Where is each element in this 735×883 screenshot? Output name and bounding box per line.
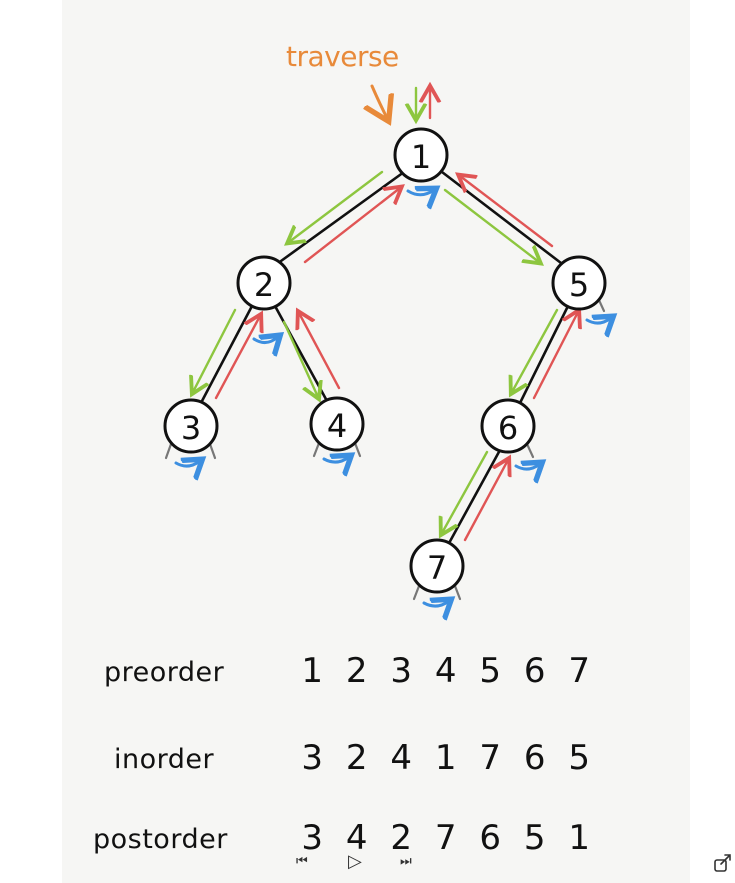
node-circle: [236, 255, 292, 311]
edge-2-3: [200, 304, 254, 403]
sequence-value: 3: [390, 651, 413, 691]
edge-1-2: [279, 170, 406, 263]
stub-7-left: [412, 584, 421, 601]
sequence-value: 4: [345, 818, 368, 858]
tree-node-6: 6: [480, 398, 536, 454]
node-circle: [409, 538, 465, 594]
descend-arrow-1-2: [289, 170, 384, 242]
descend-arrow-2-3: [193, 308, 237, 392]
sequence-value: 5: [479, 651, 502, 691]
node-circle: [480, 398, 536, 454]
traversal-row-inorder: inorder 3 2 4 1 7 6 5: [0, 738, 735, 788]
stub-3-left: [164, 442, 173, 460]
ascend-arrow-4-2: [299, 313, 341, 390]
node-circle: [551, 255, 607, 311]
visit-mark-1: [406, 190, 434, 195]
node-label: 5: [569, 266, 589, 304]
stub-7-right: [453, 584, 462, 601]
sequence-value: 7: [434, 818, 457, 858]
ascend-arrow-3-2: [214, 316, 260, 400]
descend-arrow-6-7: [442, 450, 489, 533]
edge-6-7: [446, 448, 502, 547]
sequence-value: 3: [301, 738, 324, 778]
whiteboard-paper: [62, 0, 690, 883]
tree-node-3: 3: [163, 398, 219, 454]
visit-mark-4: [322, 457, 349, 462]
visit-mark-6: [514, 464, 540, 469]
sequence-value: 1: [301, 651, 324, 691]
descend-arrows: [193, 170, 559, 533]
edge-1-5: [440, 170, 563, 265]
stub-4-right: [353, 441, 362, 458]
player-controls: ⏮ ▷ ⏭: [292, 850, 432, 874]
traversal-sequence: 3 2 4 1 7 6 5: [290, 738, 602, 778]
stub-3-right: [208, 442, 217, 460]
descend-arrow-5-6: [512, 308, 559, 392]
tree-node-4: 4: [309, 396, 365, 452]
traversal-row-postorder: postorder 3 4 2 7 6 5 1: [0, 818, 735, 868]
traversal-label: preorder: [104, 657, 225, 688]
tree-node-7: 7: [409, 538, 465, 594]
ascend-arrow-2-1: [303, 188, 400, 264]
sequence-value: 1: [568, 818, 591, 858]
traversal-label: postorder: [93, 824, 228, 855]
edge-2-4: [273, 304, 329, 403]
ascend-arrow-5-1: [460, 176, 554, 248]
traversal-sequence: 1 2 3 4 5 6 7: [290, 651, 602, 691]
sequence-value: 2: [345, 651, 368, 691]
sequence-value: 4: [434, 651, 457, 691]
skip-forward-icon[interactable]: ⏭: [400, 854, 412, 869]
node-label: 2: [254, 266, 274, 304]
sequence-value: 4: [390, 738, 413, 778]
sequence-value: 7: [479, 738, 502, 778]
stub-4-left: [312, 441, 321, 458]
tree-node-2: 2: [236, 255, 292, 311]
stub-6-right: [525, 442, 535, 459]
ascend-arrow-6-5: [532, 312, 578, 400]
sequence-value: 7: [568, 651, 591, 691]
descend-arrow-1-5: [443, 188, 539, 262]
sequence-value: 2: [345, 738, 368, 778]
tree-edges: [200, 170, 570, 547]
visit-mark-5: [585, 318, 611, 323]
sequence-value: 5: [523, 818, 546, 858]
skip-back-icon[interactable]: ⏮: [296, 854, 308, 869]
node-label: 6: [498, 409, 518, 447]
ascend-arrows: [214, 176, 578, 542]
sequence-value: 1: [434, 738, 457, 778]
sequence-value: 6: [523, 651, 546, 691]
sequence-value: 6: [523, 738, 546, 778]
node-circle: [163, 398, 219, 454]
node-label: 7: [427, 549, 447, 587]
visit-marks: [174, 190, 611, 606]
null-child-stubs: [164, 296, 606, 601]
visit-mark-7: [422, 601, 449, 606]
tree-node-5: 5: [551, 255, 607, 311]
visit-mark-2: [252, 337, 278, 343]
descend-arrow-2-4: [282, 320, 318, 397]
share-icon[interactable]: [713, 852, 733, 874]
traversal-sequence: 3 4 2 7 6 5 1: [290, 818, 602, 858]
sequence-value: 5: [568, 738, 591, 778]
node-label: 1: [411, 138, 431, 176]
ascend-arrow-7-6: [463, 460, 508, 542]
traverse-annotation: traverse: [286, 40, 399, 73]
node-label: 3: [181, 409, 201, 447]
traversal-row-preorder: preorder 1 2 3 4 5 6 7: [0, 651, 735, 701]
node-label: 4: [327, 407, 347, 445]
tree-node-1: 1: [393, 127, 449, 183]
traversal-label: inorder: [114, 744, 215, 775]
traverse-pointer-arrow: [372, 84, 386, 116]
sequence-value: 2: [390, 818, 413, 858]
sequence-value: 3: [301, 818, 324, 858]
visit-mark-3: [174, 461, 200, 466]
node-circle: [393, 127, 449, 183]
play-icon[interactable]: ▷: [348, 851, 362, 872]
node-circle: [309, 396, 365, 452]
edge-5-6: [518, 304, 570, 405]
sequence-value: 6: [479, 818, 502, 858]
